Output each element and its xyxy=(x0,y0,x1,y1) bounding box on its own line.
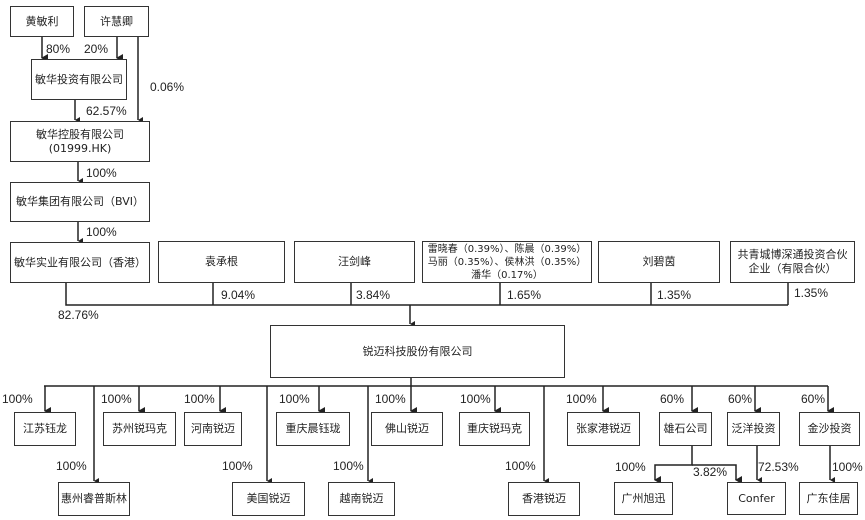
subsidiary-pct: 100% xyxy=(375,392,406,406)
pct-xu: 20% xyxy=(84,42,109,56)
subsidiary-pct: 100% xyxy=(56,459,87,473)
holder-box: 雷晓春（0.39%）、陈晨（0.39%） 马丽（0.35%）、侯林洪（0.35%… xyxy=(422,241,592,283)
subsidiary-box: 惠州睿普斯林 xyxy=(58,482,130,516)
subsidiary-pct: 100% xyxy=(101,392,132,406)
pct-invest: 62.57% xyxy=(86,104,127,118)
minhua-holdings-code: (01999.HK) xyxy=(48,141,112,155)
holder-box: 汪剑峰 xyxy=(294,241,415,283)
subsidiary-box: 重庆锐玛克 xyxy=(459,412,530,446)
subsidiary-pct: 100% xyxy=(222,459,253,473)
minhua-hk-box: 敏华实业有限公司（香港） xyxy=(10,242,150,283)
holder-pct: 1.35% xyxy=(657,288,692,302)
holder-box: 刘碧茵 xyxy=(598,241,720,283)
subsidiary-box: 河南锐迈 xyxy=(184,412,242,446)
holder-pct: 9.04% xyxy=(221,288,256,302)
subsidiary-box: 雄石公司 xyxy=(659,412,712,446)
subsidiary-pct: 100% xyxy=(279,392,310,406)
minhua-holdings-name: 敏华控股有限公司 xyxy=(36,127,124,141)
pct-bvi: 100% xyxy=(86,225,117,239)
second-box: Confer xyxy=(727,482,786,515)
subsidiary-pct: 100% xyxy=(2,392,33,406)
minhua-holdings-box: 敏华控股有限公司 (01999.HK) xyxy=(10,121,150,162)
subsidiary-box: 越南锐迈 xyxy=(328,482,395,516)
subsidiary-pct: 60% xyxy=(660,392,685,406)
second-box: 广东佳居 xyxy=(799,482,858,515)
subsidiary-box: 重庆晨钰珑 xyxy=(276,412,350,446)
second-pct: 100% xyxy=(832,460,863,474)
subsidiary-box: 苏州锐玛克 xyxy=(103,412,176,446)
subsidiary-box: 香港锐迈 xyxy=(508,482,580,516)
holder-pct: 1.65% xyxy=(507,288,542,302)
subsidiary-box: 美国锐迈 xyxy=(232,482,305,516)
holder-box: 共青城博深通投资合伙企业（有限合伙） xyxy=(730,241,855,283)
subsidiary-box: 佛山锐迈 xyxy=(371,412,443,446)
subsidiary-pct: 100% xyxy=(505,459,536,473)
subsidiary-pct: 60% xyxy=(728,392,753,406)
subsidiary-pct: 60% xyxy=(801,392,826,406)
subsidiary-box: 张家港锐迈 xyxy=(567,412,640,446)
subsidiary-pct: 100% xyxy=(460,392,491,406)
subsidiary-box: 江苏钰龙 xyxy=(14,412,76,446)
minhua-invest-box: 敏华投资有限公司 xyxy=(31,59,127,100)
pct-holdings: 100% xyxy=(86,166,117,180)
second-box: 广州旭迅 xyxy=(614,482,673,515)
second-pct: 72.53% xyxy=(758,460,799,474)
pct-minhua-hk: 82.76% xyxy=(58,308,99,322)
subsidiary-pct: 100% xyxy=(566,392,597,406)
subsidiary-box: 泛洋投资 xyxy=(727,412,780,446)
shareholder-xu-huiqing: 许慧卿 xyxy=(84,6,149,37)
subsidiary-box: 金沙投资 xyxy=(799,412,860,446)
pct-xu-direct: 0.06% xyxy=(150,80,185,94)
subsidiary-pct: 100% xyxy=(184,392,215,406)
second-pct: 100% xyxy=(615,460,646,474)
holder-pct: 1.35% xyxy=(794,286,829,300)
holder-pct: 3.84% xyxy=(356,288,391,302)
holder-box: 袁承根 xyxy=(158,241,285,283)
subsidiary-pct: 100% xyxy=(333,459,364,473)
pct-huang: 80% xyxy=(46,42,71,56)
company-box: 锐迈科技股份有限公司 xyxy=(270,325,565,378)
minhua-bvi-box: 敏华集团有限公司（BVI） xyxy=(10,182,150,222)
second-pct: 3.82% xyxy=(693,465,728,479)
shareholder-huang-minli: 黄敏利 xyxy=(10,6,74,37)
